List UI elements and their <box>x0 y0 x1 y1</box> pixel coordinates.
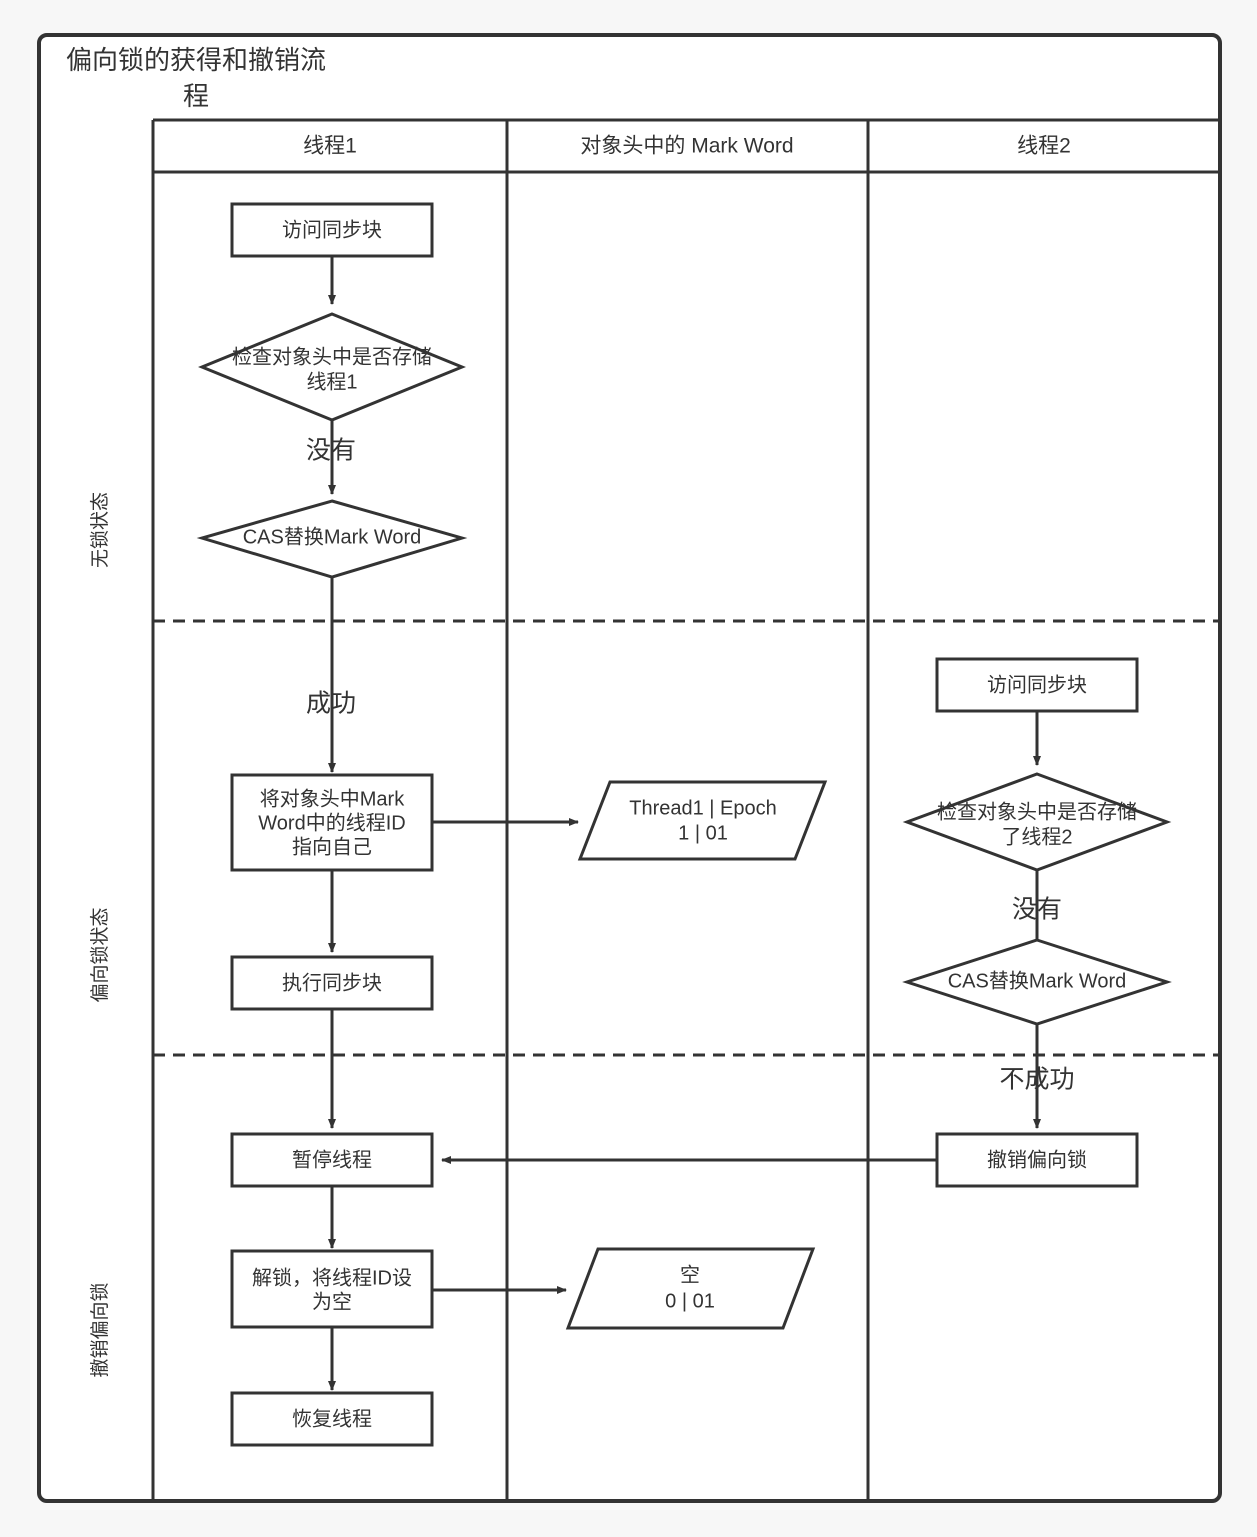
column-header-thread2: 线程2 <box>1017 135 1071 158</box>
node-t1-point-label-line2: Word中的线程ID <box>258 811 405 834</box>
node-markword-empty-line2: 0 | 01 <box>665 1290 715 1312</box>
node-t1-unlock-label-line2: 为空 <box>312 1290 352 1313</box>
node-t2-revoke-label: 撤销偏向锁 <box>987 1148 1087 1171</box>
lane-label-unlocked: 无锁状态 <box>89 492 111 568</box>
page-title-line1: 偏向锁的获得和撤销流 <box>66 45 326 75</box>
node-t1-unlock[interactable] <box>230 1249 434 1329</box>
node-markword-thread1[interactable] <box>577 780 828 861</box>
node-markword-thread1-line2: 1 | 01 <box>678 822 728 844</box>
node-t2-check-label-line1: 检查对象头中是否存储 <box>937 800 1137 823</box>
node-t2-cas-label: CAS替换Mark Word <box>948 969 1127 992</box>
lane-label-revoke: 撤销偏向锁 <box>89 1282 111 1377</box>
node-t1-resume[interactable] <box>230 1391 434 1447</box>
node-markword-empty[interactable] <box>565 1247 816 1330</box>
lane-label-biased: 偏向锁状态 <box>89 907 111 1002</box>
node-t2-enter[interactable] <box>935 657 1139 713</box>
edge-label-t1-cas-to-point: 成功 <box>306 690 356 718</box>
node-t1-check-label-line2: 线程1 <box>306 370 357 393</box>
node-t1-exec-label: 执行同步块 <box>282 971 382 994</box>
page-title-line2: 程 <box>183 81 209 111</box>
node-markword-empty-line1: 空 <box>680 1263 700 1286</box>
node-t1-point-label-line3: 指向自己 <box>292 835 372 858</box>
node-t1-cas-label: CAS替换Mark Word <box>243 525 422 548</box>
node-t2-enter-label: 访问同步块 <box>987 673 1087 696</box>
node-t1-enter-label: 访问同步块 <box>282 218 382 241</box>
edge-label-t2-cas-to-revoke: 不成功 <box>999 1066 1074 1094</box>
edge-label-t2-check-to-cas: 没有 <box>1012 896 1062 924</box>
node-t1-pause-label: 暂停线程 <box>292 1148 372 1171</box>
column-header-thread1: 线程1 <box>303 135 357 158</box>
node-t1-unlock-label-line1: 解锁，将线程ID设 <box>252 1266 412 1289</box>
node-markword-thread1-line1: Thread1 | Epoch <box>629 797 777 819</box>
edge-label-t1-check-to-cas: 没有 <box>306 437 356 465</box>
column-header-markword: 对象头中的 Mark Word <box>580 135 793 158</box>
node-t2-check-label-line2: 了线程2 <box>1001 825 1072 848</box>
node-t1-exec[interactable] <box>230 955 434 1011</box>
node-t1-resume-label: 恢复线程 <box>292 1407 372 1430</box>
node-t1-point-label-line1: 将对象头中Mark <box>260 787 405 810</box>
node-t1-check-label-line1: 检查对象头中是否存储 <box>232 345 432 368</box>
